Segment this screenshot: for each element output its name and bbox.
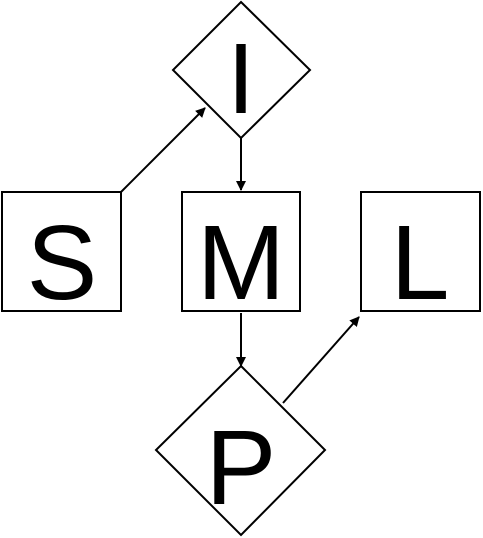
edges [120, 107, 360, 404]
node-p-label: P [206, 409, 277, 527]
node-m-label: M [197, 204, 285, 322]
node-m: M [181, 191, 301, 322]
node-s: S [1, 191, 122, 322]
node-i: I [171, 0, 312, 140]
node-s-box [1, 191, 122, 312]
edge-p-to-l [282, 316, 360, 404]
node-m-box [181, 191, 301, 312]
node-i-label: I [227, 23, 255, 135]
node-l-label: L [391, 204, 450, 322]
node-i-diamond [171, 0, 312, 140]
node-l-box [360, 191, 481, 312]
node-l: L [360, 191, 481, 322]
node-p-diamond [154, 364, 327, 537]
node-s-label: S [27, 204, 98, 322]
node-p: P [154, 364, 327, 537]
edge-s-to-i [120, 107, 206, 193]
